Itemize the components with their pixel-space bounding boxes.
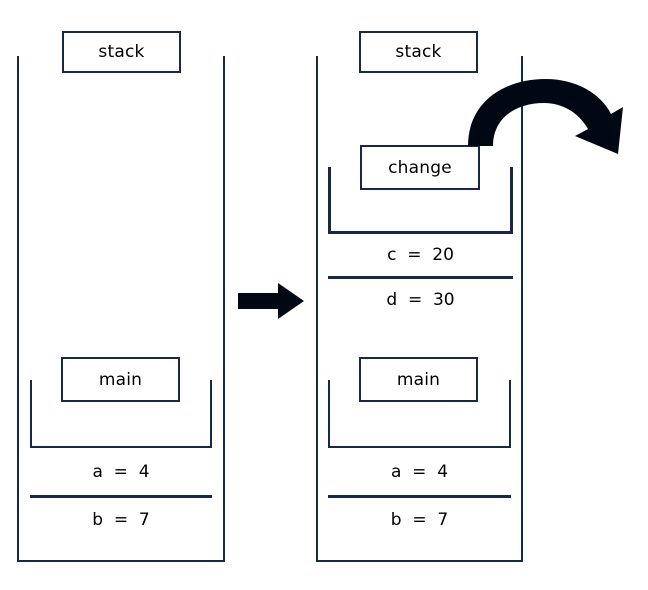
right-main-slot-b: b = 7 (328, 495, 511, 542)
right-main-slot-a-text: a = 4 (390, 461, 449, 482)
return-arrow-icon (468, 79, 623, 154)
right-main-frame-label: main (359, 357, 478, 402)
left-main-slot-b-text: b = 7 (92, 510, 150, 530)
right-change-slot-d: d = 30 (328, 276, 513, 320)
right-change-slot-c-text: c = 20 (387, 245, 454, 265)
right-main-frame-label-text: main (396, 369, 441, 390)
right-change-frame-label: change (360, 145, 480, 190)
left-main-slot-b: b = 7 (30, 495, 212, 542)
left-stack-label-text: stack (98, 42, 145, 62)
right-change-frame-label-text: change (388, 157, 452, 178)
transition-arrow (238, 283, 304, 319)
right-stack-label: stack (359, 31, 478, 73)
left-main-frame-label-text: main (98, 369, 143, 390)
right-change-slot-c: c = 20 (328, 231, 513, 276)
left-main-frame-label: main (61, 357, 180, 402)
left-stack-label: stack (62, 31, 181, 73)
left-main-slot-a-text: a = 4 (92, 461, 150, 482)
right-change-slot-d-text: d = 30 (386, 289, 455, 310)
left-main-slot-a: a = 4 (30, 446, 212, 495)
right-stack-label-text: stack (395, 42, 442, 62)
right-main-slot-b-text: b = 7 (390, 510, 449, 530)
return-arrow (455, 70, 630, 160)
right-main-slot-a: a = 4 (328, 446, 511, 495)
transition-arrow-icon (238, 283, 304, 319)
